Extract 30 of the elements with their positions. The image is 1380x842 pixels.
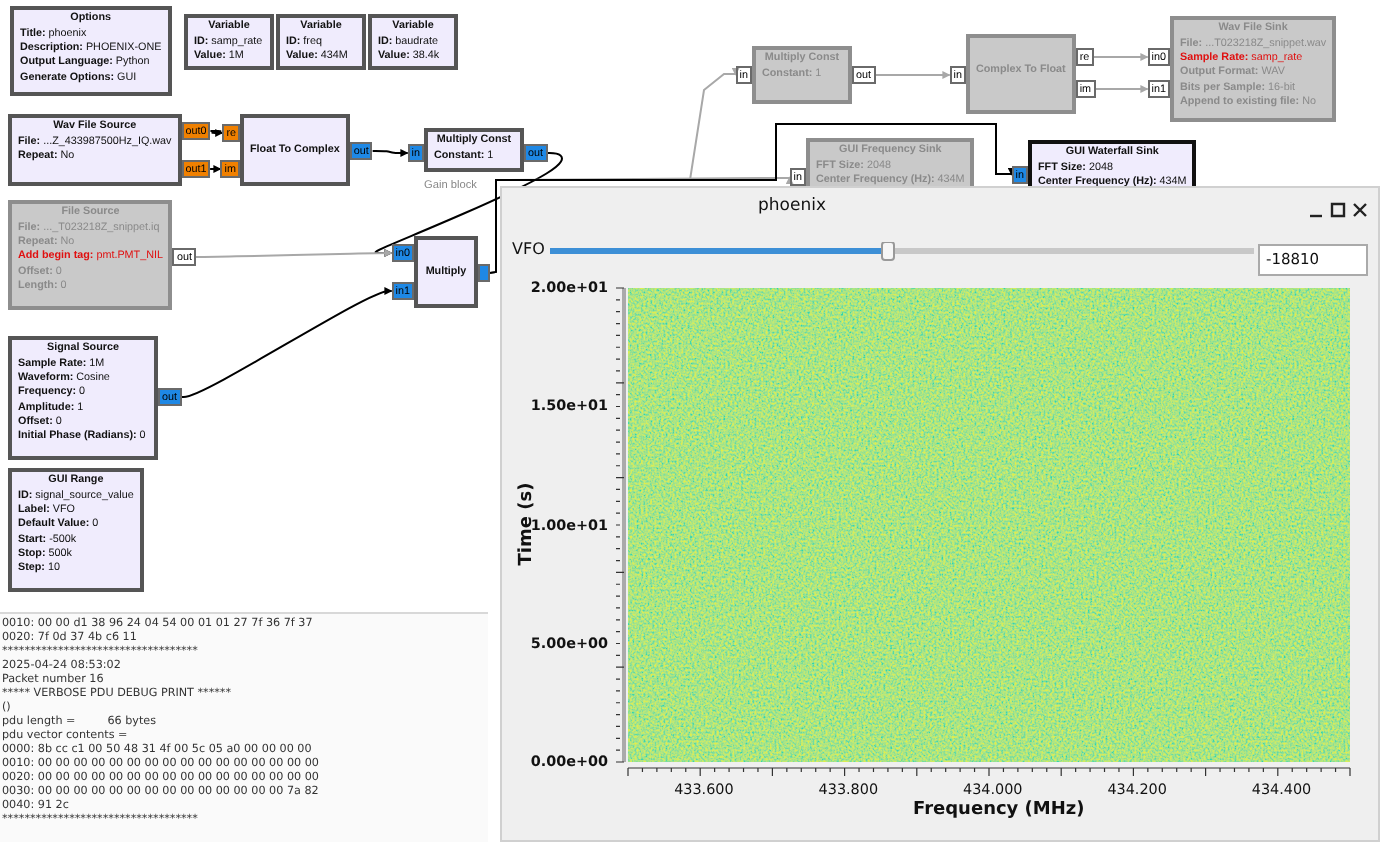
connection-arrow [180,287,393,398]
connection-arrow [194,249,393,258]
connection-arrow [874,71,951,79]
flowgraph-block [368,14,458,71]
flowgraph-block [10,6,172,96]
connection-arrow [371,149,409,157]
connection-arrow [209,129,224,137]
flowgraph-block [8,336,158,460]
flowgraph-block [752,46,852,104]
connection-arrow [374,152,563,257]
window-title: phoenix [758,196,826,216]
flowgraph-block [8,468,144,592]
flowgraph-block [806,138,975,186]
flowgraph-block [1028,140,1197,186]
connection-arrow [209,165,222,173]
flowgraph-block [1170,16,1337,122]
connection-arrow [1092,53,1149,61]
flowgraph-block [276,14,366,71]
connection-arrow [489,123,1016,274]
flowgraph-block [184,14,274,71]
vfo-label: VFO [512,240,545,258]
flowgraph-block [8,114,182,186]
port-stub [478,264,490,282]
connection-arrow [1094,85,1149,93]
flowgraph-block [414,236,478,308]
flowgraph-block [240,114,350,186]
axis-title: Frequency (MHz) [913,800,1085,820]
flowgraph-block [8,200,173,310]
flowgraph-block [424,128,524,172]
flowgraph-block [966,34,1076,114]
